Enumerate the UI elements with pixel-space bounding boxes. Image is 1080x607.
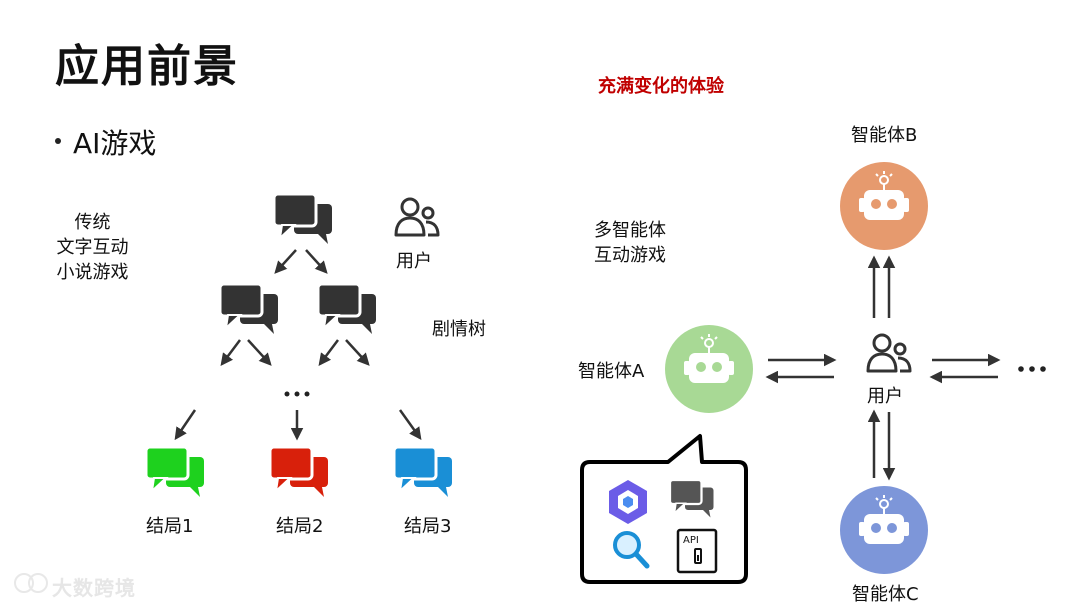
- robot-eye: [871, 199, 881, 209]
- ending-2-label: 结局2: [276, 516, 324, 537]
- api-label: API: [683, 535, 699, 546]
- right-ellipsis-dots: [1018, 366, 1046, 372]
- traditional-line-2: 文字互动: [56, 237, 129, 258]
- subtitle: 充满变化的体验: [598, 76, 724, 97]
- agent-b-robot-icon: [839, 161, 929, 251]
- robot-eye: [887, 199, 897, 209]
- ending-1-chat-icon: [144, 445, 206, 499]
- robot-eye: [712, 362, 722, 372]
- watermark-logo-icon: [14, 573, 48, 593]
- agent-arrows: [765, 255, 1001, 481]
- tree-arrows: [174, 249, 422, 441]
- tree-ellipsis-dots: [284, 391, 310, 397]
- chat-icon-root: [272, 192, 334, 246]
- traditional-line-1: 传统: [74, 212, 111, 233]
- agent-b-label: 智能体B: [851, 125, 918, 146]
- agent-c-robot-icon: [839, 485, 929, 575]
- api-card-icon: [676, 528, 718, 574]
- left-user-icon: [394, 197, 440, 237]
- multi-agent-label: 多智能体 互动游戏: [585, 218, 675, 268]
- agent-a-robot-icon: [664, 324, 754, 414]
- right-user-label: 用户: [867, 386, 903, 407]
- right-user-icon: [866, 333, 912, 373]
- left-user-label: 用户: [396, 251, 432, 272]
- chat-icon-right: [316, 282, 378, 336]
- robot-eye: [887, 523, 897, 533]
- traditional-label: 传统 文字互动 小说游戏: [45, 210, 140, 285]
- chat-icon-left: [218, 282, 280, 336]
- ending-3-label: 结局3: [404, 516, 452, 537]
- agent-a-label: 智能体A: [578, 361, 645, 382]
- plot-tree-label: 剧情树: [432, 319, 486, 340]
- robot-eye: [696, 362, 706, 372]
- ending-3-chat-icon: [392, 445, 454, 499]
- slide-title: 应用前景: [55, 41, 239, 92]
- traditional-line-3: 小说游戏: [56, 262, 129, 283]
- agent-c-label: 智能体C: [852, 584, 919, 605]
- multi-agent-line-2: 互动游戏: [594, 245, 666, 266]
- bullet-dot: [55, 138, 61, 144]
- robot-eye: [871, 523, 881, 533]
- bullet-text: AI游戏: [73, 127, 157, 160]
- watermark-text: 大数跨境: [52, 576, 136, 600]
- bullet-item: AI游戏: [55, 125, 156, 163]
- tools-speech-bubble: [580, 434, 748, 584]
- search-icon: [613, 531, 650, 569]
- llm-logo-icon: [609, 480, 647, 524]
- ending-1-label: 结局1: [146, 516, 194, 537]
- ending-2-chat-icon: [268, 445, 330, 499]
- multi-agent-line-1: 多智能体: [594, 220, 666, 241]
